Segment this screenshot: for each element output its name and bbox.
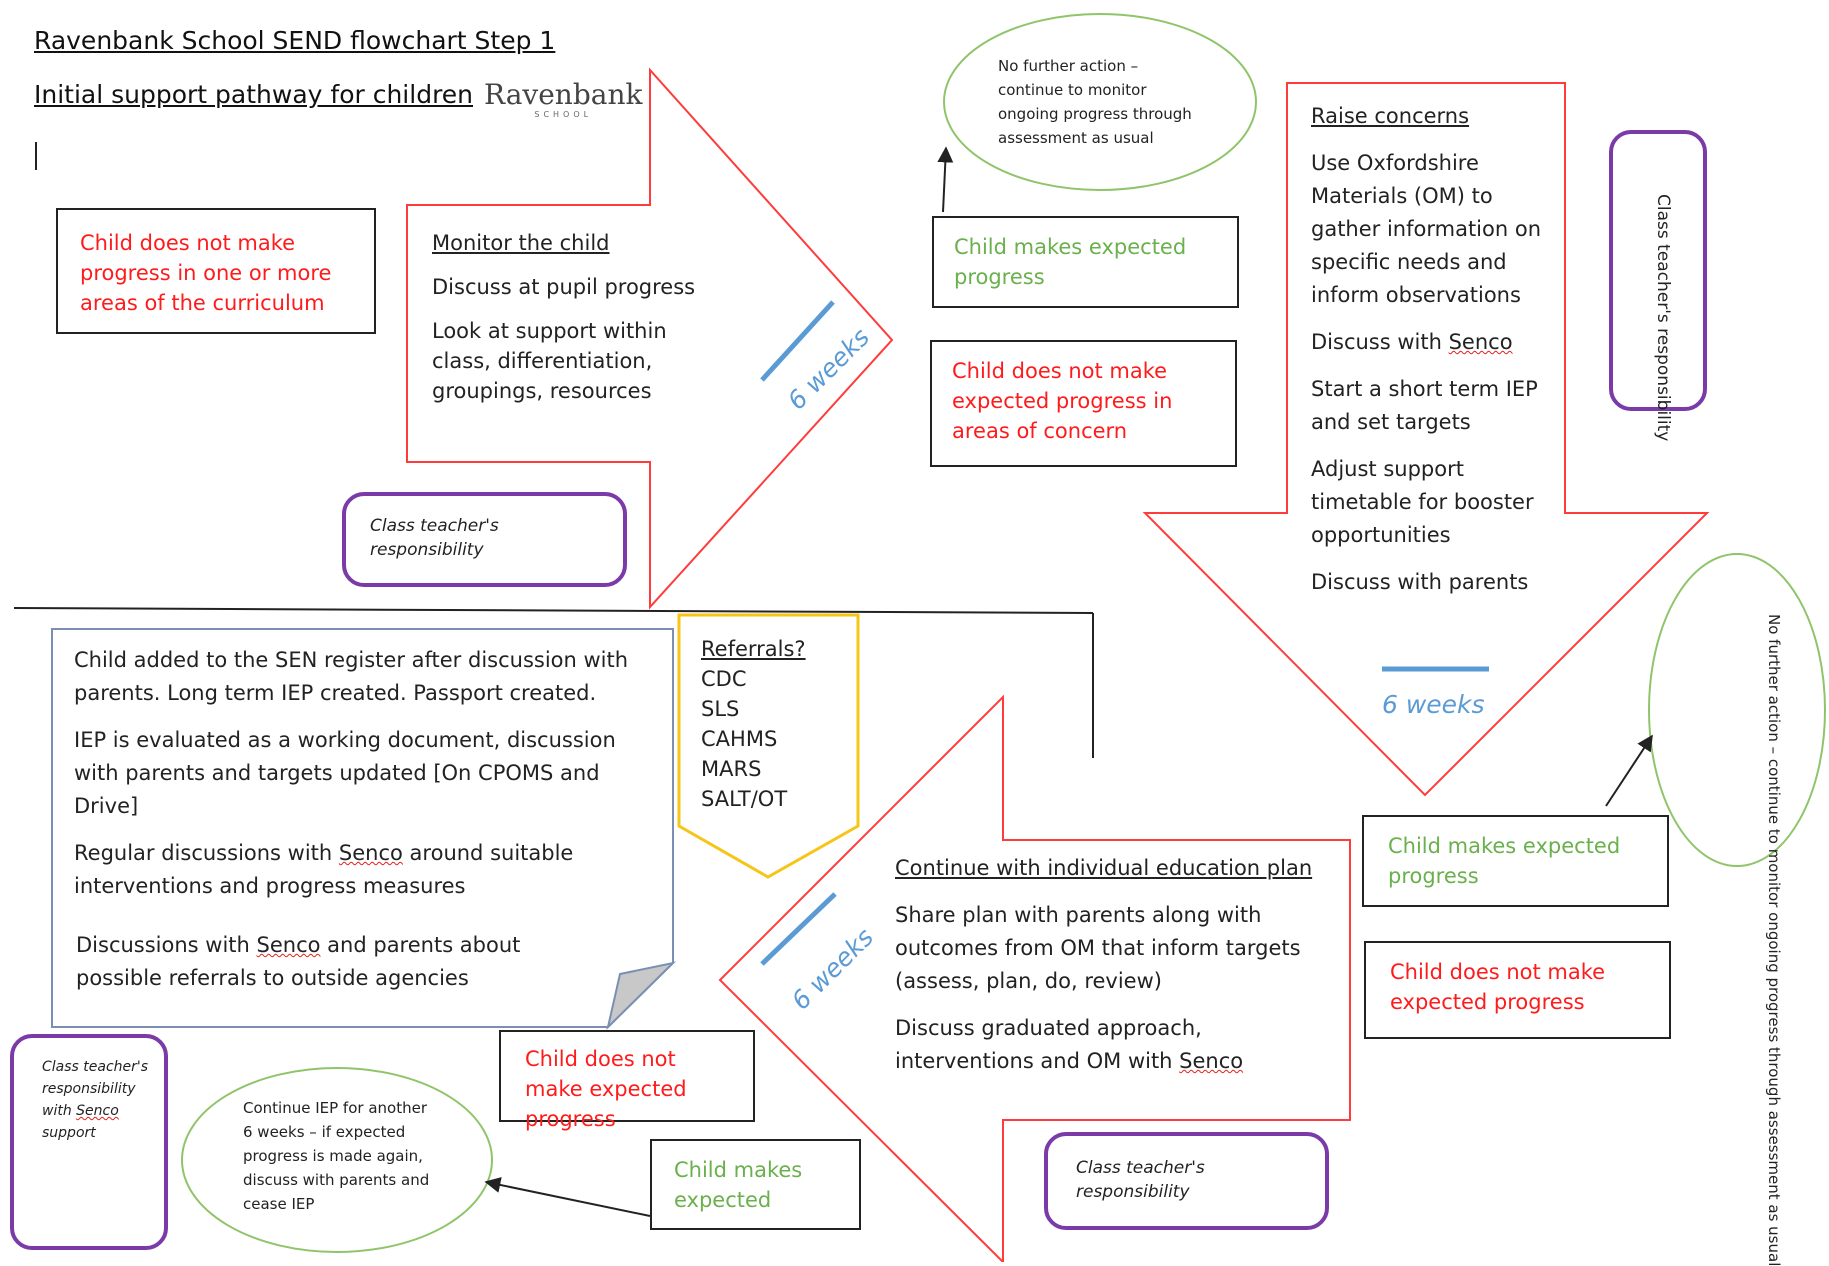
ravenbank-logo: Ravenbank SCHOOL xyxy=(484,78,643,120)
sen-p2: IEP is evaluated as a working document, … xyxy=(74,728,616,818)
raise-concerns-arrow xyxy=(1142,82,1710,797)
iep-p2-senco: Senco xyxy=(1179,1049,1244,1073)
expected-box-right: Child makes expected progress xyxy=(1362,815,1669,907)
sen-p3-senco: Senco xyxy=(338,841,403,865)
logo-text: Ravenbank xyxy=(484,78,643,111)
iep-heading: Continue with individual education plan xyxy=(895,856,1313,880)
raise-p4: Adjust support timetable for booster opp… xyxy=(1311,457,1534,547)
continue-iep-ellipse xyxy=(181,1067,493,1253)
sen-p3-text: Regular discussions with xyxy=(74,841,339,865)
referral-item: MARS xyxy=(701,757,762,781)
monitor-heading: Monitor the child xyxy=(432,231,610,255)
responsibility-box-right: Class teacher's responsibility xyxy=(1609,130,1707,442)
sen-p4-senco: Senco xyxy=(256,933,321,957)
weeks-line-monitor xyxy=(760,300,835,382)
monitor-arrow xyxy=(406,67,894,610)
raise-p5: Discuss with parents xyxy=(1311,570,1529,594)
no-action-text-right: No further action – continue to monitor … xyxy=(1765,614,1783,1266)
iep-text: Continue with individual education plan … xyxy=(895,852,1325,1092)
sen-register-text: Child added to the SEN register after di… xyxy=(74,644,654,1009)
not-expected-box-top: Child does not make expected progress in… xyxy=(930,340,1237,467)
sen-p4: Discussions with Senco and parents about… xyxy=(74,929,546,995)
raise-p2-senco: Senco xyxy=(1448,330,1513,354)
iep-p1: Share plan with parents along with outco… xyxy=(895,903,1301,993)
referral-item: SLS xyxy=(701,697,740,721)
raise-concerns-text: Raise concerns Use Oxfordshire Materials… xyxy=(1311,100,1551,613)
raise-p2-text: Discuss with xyxy=(1311,330,1449,354)
no-action-ellipse-right xyxy=(1648,553,1826,867)
monitor-text: Monitor the child Discuss at pupil progr… xyxy=(432,228,732,420)
referrals-text: Referrals? CDC SLS CAHMS MARS SALT/OT xyxy=(701,634,806,814)
referral-item: CDC xyxy=(701,667,747,691)
raise-p3: Start a short term IEP and set targets xyxy=(1311,377,1538,434)
referrals-shape xyxy=(677,613,860,879)
section-divider-line xyxy=(13,607,1094,614)
arrow-to-no-action-top xyxy=(937,146,954,213)
monitor-p2: Look at support within class, differenti… xyxy=(432,319,667,403)
sen-p3: Regular discussions with Senco around su… xyxy=(74,837,654,903)
iep-arrow xyxy=(718,694,1351,1262)
responsibility-box-top: Class teacher's responsibility xyxy=(342,492,627,587)
monitor-p1: Discuss at pupil progress xyxy=(432,275,696,299)
not-expected-box-right: Child does not make expected progress xyxy=(1364,941,1671,1039)
referral-item: SALT/OT xyxy=(701,787,788,811)
responsibility-left-senco: Senco xyxy=(76,1103,119,1119)
raise-p1: Use Oxfordshire Materials (OM) to gather… xyxy=(1311,151,1542,307)
responsibility-box-bottom: Class teacher's responsibility xyxy=(1044,1132,1329,1230)
no-action-text-top: No further action – continue to monitor … xyxy=(998,57,1192,147)
not-expected-box-bottom: Child does not make expected progress xyxy=(499,1030,755,1131)
referral-item: CAHMS xyxy=(701,727,778,751)
logo-subtext: SCHOOL xyxy=(534,110,593,119)
raise-p2: Discuss with Senco xyxy=(1311,326,1551,359)
sen-p4-rest: and parents about possible referrals to … xyxy=(76,933,521,990)
arrow-to-no-action-right xyxy=(1605,734,1653,807)
no-action-ellipse-top xyxy=(943,13,1257,191)
responsibility-left-rest: support xyxy=(42,1125,96,1141)
sen-folded-corner xyxy=(606,961,677,1031)
weeks-line-iep xyxy=(760,892,837,966)
referrals-heading: Referrals? xyxy=(701,637,806,661)
iep-p2: Discuss graduated approach, intervention… xyxy=(895,1012,1325,1078)
expected-box-bottom: Child makes expected xyxy=(650,1139,861,1230)
sen-p3-rest: around suitable interventions and progre… xyxy=(74,841,574,898)
responsibility-left-text: Class teacher's responsibility with xyxy=(42,1059,149,1119)
responsibility-box-left: Class teacher's responsibility with Senc… xyxy=(10,1034,168,1250)
start-box: Child does not make progress in one or m… xyxy=(56,208,376,334)
page-title: Ravenbank School SEND flowchart Step 1 xyxy=(34,26,556,55)
continue-iep-text: Continue IEP for another 6 weeks – if ex… xyxy=(243,1099,430,1213)
sen-p4-text: Discussions with xyxy=(76,933,257,957)
responsibility-text-right: Class teacher's responsibility xyxy=(1653,194,1673,442)
raise-heading: Raise concerns xyxy=(1311,104,1470,128)
expected-box-top: Child makes expected progress xyxy=(932,216,1239,308)
arrow-to-continue-iep xyxy=(484,1177,651,1217)
page-subtitle: Initial support pathway for children xyxy=(34,80,474,109)
weeks-label-raise: 6 weeks xyxy=(1382,690,1485,719)
iep-p2-text: Discuss graduated approach, intervention… xyxy=(895,1016,1202,1073)
sen-p1: Child added to the SEN register after di… xyxy=(74,648,629,705)
